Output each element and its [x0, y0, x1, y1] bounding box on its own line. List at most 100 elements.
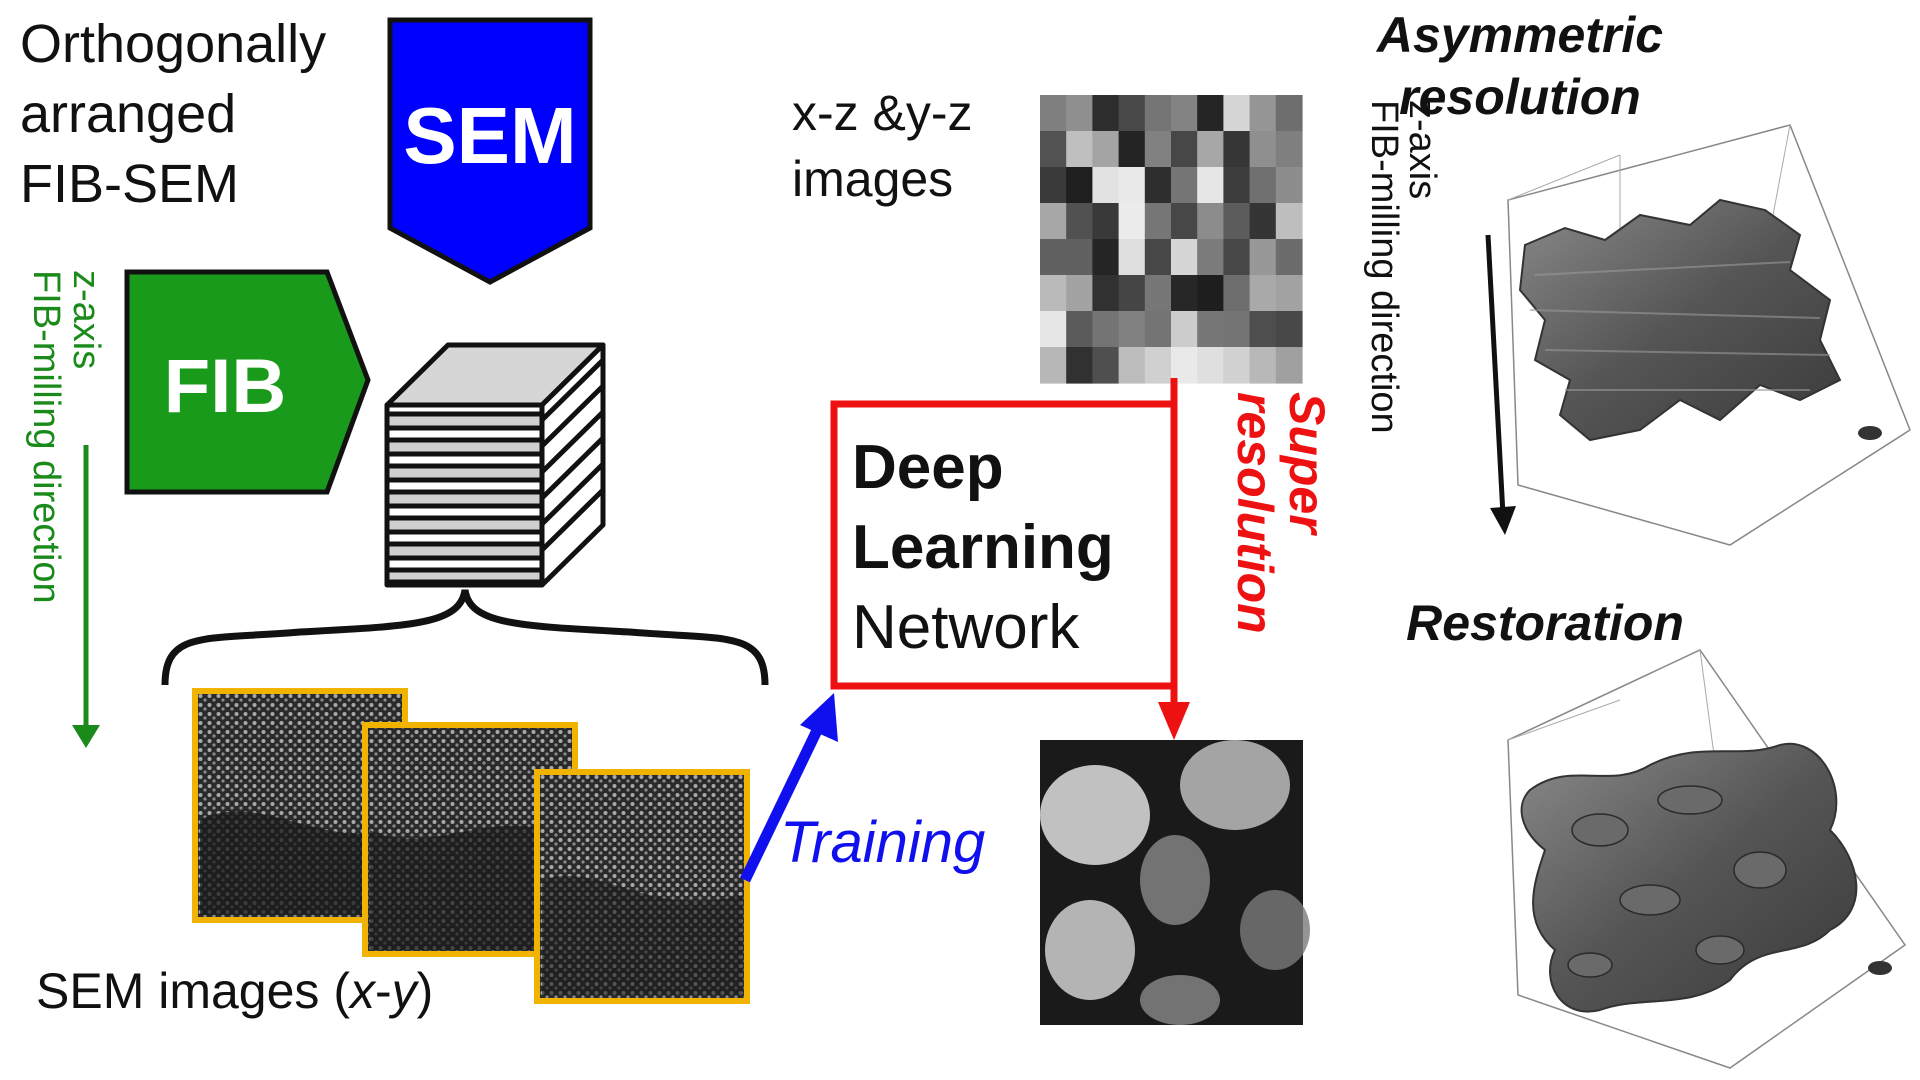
xz-image-pixel: [1040, 311, 1067, 348]
sem-images-label: SEM images (x-y): [36, 963, 433, 1019]
xz-image-pixel: [1144, 239, 1172, 276]
xz-image-pixel: [1118, 167, 1146, 204]
xz-image-pixel: [1066, 347, 1093, 384]
xz-image-pixel: [1144, 347, 1172, 384]
xz-image-pixel: [1040, 347, 1067, 384]
xz-image-pixel: [1249, 311, 1277, 348]
xz-image-pixel: [1171, 275, 1198, 312]
left-axis-line-2: FIB-milling direction: [25, 270, 67, 604]
xz-image-pixel: [1249, 167, 1277, 204]
xz-image-pixel: [1249, 203, 1277, 240]
xz-image-pixel: [1118, 239, 1146, 276]
super-resolution-line-1: Super: [1279, 392, 1335, 536]
xz-image-pixel: [1249, 275, 1277, 312]
xz-image-pixel: [1171, 347, 1198, 384]
xz-image-pixel: [1197, 95, 1224, 132]
xz-label-line-1: x-z &y-z: [792, 85, 973, 141]
xz-image-pixel: [1275, 203, 1303, 240]
xz-image-pixel: [1144, 203, 1172, 240]
xz-image-pixel: [1092, 275, 1120, 312]
xz-image-pixel: [1118, 311, 1146, 348]
right-axis-line-1: z-axis: [1401, 100, 1443, 199]
xz-label-line-2: images: [792, 151, 953, 207]
xz-image-pixel: [1171, 131, 1198, 168]
deep-learning-network-box: Deep Learning Network: [830, 400, 1178, 690]
left-z-axis: z-axis FIB-milling direction: [25, 270, 107, 748]
asymmetric-line-1: Asymmetric: [1375, 7, 1663, 63]
xz-image-pixel: [1275, 167, 1303, 204]
xz-image-pixel: [1066, 167, 1093, 204]
xz-image-pixel: [1092, 347, 1120, 384]
xz-image-pixel: [1171, 311, 1198, 348]
xz-image-pixel: [1118, 347, 1146, 384]
xz-image-pixel: [1092, 167, 1120, 204]
xz-image-pixel: [1092, 239, 1120, 276]
xz-image: [1040, 95, 1303, 384]
sem-label: SEM: [403, 91, 576, 180]
asymmetric-line-2: resolution: [1399, 69, 1641, 125]
xz-image-pixel: [1066, 95, 1093, 132]
title-line-1: Orthogonally: [20, 14, 326, 74]
left-axis-line-1: z-axis: [65, 270, 107, 369]
xz-image-pixel: [1092, 203, 1120, 240]
xz-image-pixel: [1118, 275, 1146, 312]
xz-image-pixel: [1197, 275, 1224, 312]
xz-image-pixel: [1197, 239, 1224, 276]
network-line-3: Network: [852, 593, 1080, 662]
xz-image-pixel: [1249, 239, 1277, 276]
network-line-2: Learning: [852, 513, 1114, 582]
xz-image-pixel: [1249, 95, 1277, 132]
super-resolved-image: [1040, 740, 1310, 1025]
xz-image-pixel: [1066, 203, 1093, 240]
restoration-volume: [1507, 649, 1907, 1069]
xz-image-pixel: [1092, 311, 1120, 348]
xz-image-pixel: [1223, 167, 1251, 204]
right-z-axis: z-axis FIB-milling direction: [1363, 100, 1516, 535]
super-resolution-arrow-icon: [1158, 378, 1190, 740]
xz-image-pixel: [1249, 131, 1277, 168]
xz-image-pixel: [1118, 95, 1146, 132]
xz-image-pixel: [1197, 131, 1224, 168]
xz-image-pixel: [1040, 95, 1067, 132]
xz-image-pixel: [1249, 347, 1277, 384]
fib-label: FIB: [164, 344, 286, 429]
xz-image-pixel: [1040, 203, 1067, 240]
xz-image-pixel: [1275, 95, 1303, 132]
xz-image-pixel: [1040, 239, 1067, 276]
xz-image-pixel: [1223, 131, 1251, 168]
xz-image-pixel: [1171, 95, 1198, 132]
xz-image-pixel: [1144, 167, 1172, 204]
xz-image-pixel: [1197, 203, 1224, 240]
xz-image-pixel: [1066, 311, 1093, 348]
xz-image-pixel: [1223, 95, 1251, 132]
xz-image-pixel: [1066, 239, 1093, 276]
xz-image-pixel: [1223, 347, 1251, 384]
xz-image-pixel: [1275, 311, 1303, 348]
xz-image-pixel: [1144, 275, 1172, 312]
xz-image-pixel: [1223, 275, 1251, 312]
xz-image-pixel: [1197, 167, 1224, 204]
asymmetric-volume: [1507, 124, 1911, 546]
xz-image-pixel: [1144, 131, 1172, 168]
fib-pentagon-icon: FIB: [124, 269, 371, 495]
xz-image-pixel: [1171, 239, 1198, 276]
left-down-arrow-icon: [72, 445, 100, 748]
restoration-label: Restoration: [1406, 595, 1684, 651]
xz-image-pixel: [1040, 275, 1067, 312]
xz-image-pixel: [1171, 167, 1198, 204]
xz-image-pixel: [1144, 95, 1172, 132]
title-line-3: FIB-SEM: [20, 154, 239, 214]
xz-image-pixel: [1275, 275, 1303, 312]
xz-image-pixel: [1066, 275, 1093, 312]
xz-image-pixel: [1275, 131, 1303, 168]
xz-image-pixel: [1275, 347, 1303, 384]
super-resolution-line-2: resolution: [1227, 392, 1283, 634]
xz-image-pixel: [1092, 95, 1120, 132]
xz-image-pixel: [1197, 311, 1224, 348]
title-line-2: arranged: [20, 84, 236, 144]
xz-image-pixel: [1066, 131, 1093, 168]
xz-image-pixel: [1040, 167, 1067, 204]
xz-image-pixel: [1171, 203, 1198, 240]
sem-image-stack: [192, 688, 750, 1004]
training-up-right-arrow-icon: [740, 693, 838, 883]
